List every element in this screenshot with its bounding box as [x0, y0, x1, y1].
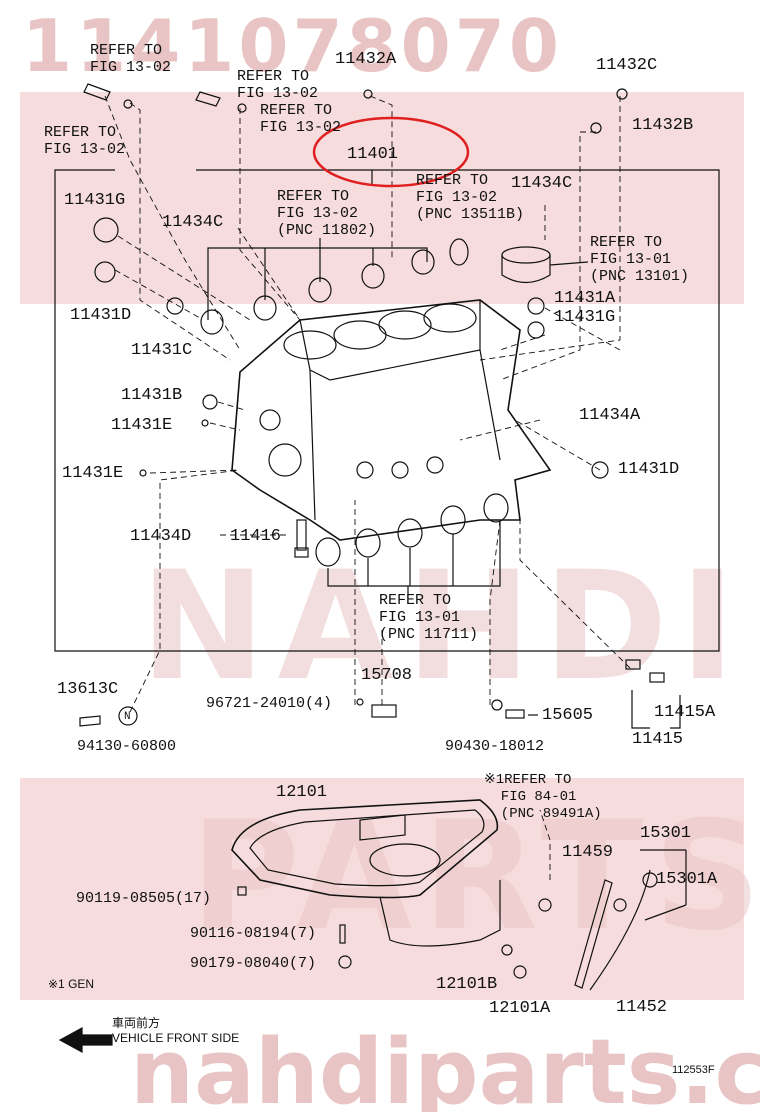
- label-refer-tl-3: REFER TO FIG 13-02: [260, 102, 342, 136]
- highlight-circle: [312, 116, 470, 188]
- label-12101A: 12101A: [489, 999, 551, 1018]
- label-11431D-right: 11431D: [618, 460, 680, 479]
- label-11401: 11401: [347, 145, 399, 164]
- label-refer-11711: REFER TO FIG 13-01 (PNC 11711): [379, 592, 479, 643]
- front-arrow: [58, 1026, 113, 1054]
- label-11434D: 11434D: [130, 527, 192, 546]
- label-11431E-1: 11431E: [111, 416, 173, 435]
- footnote-gen: ※1 GEN: [48, 977, 95, 991]
- label-11431B: 11431B: [121, 386, 183, 405]
- label-12101B: 12101B: [436, 975, 498, 994]
- label-11432B: 11432B: [632, 116, 694, 135]
- watermark-site-bottom: nahdiparts.com: [130, 1020, 760, 1112]
- label-refer-13101: REFER TO FIG 13-01 (PNC 13101): [590, 234, 690, 285]
- label-11452: 11452: [616, 998, 668, 1017]
- oil-pan: [231, 799, 552, 979]
- label-refer-tl-2: REFER TO FIG 13-02: [237, 68, 319, 102]
- label-11431C: 11431C: [131, 341, 193, 360]
- label-15301: 15301: [640, 824, 692, 843]
- label-11416: 11416: [230, 527, 282, 546]
- watermark-band: [20, 778, 744, 1000]
- label-11434C-left: 11434C: [162, 213, 224, 232]
- label-90119: 90119-08505(17): [76, 890, 212, 907]
- label-13613C: 13613C: [57, 680, 119, 699]
- vehicle-front-jp: 車両前方: [112, 1016, 161, 1030]
- label-90179: 90179-08040(7): [190, 955, 317, 972]
- label-11431D-left: 11431D: [70, 306, 132, 325]
- watermark-part-number: 1141078070: [22, 4, 563, 88]
- label-96721: 96721-24010(4): [206, 695, 333, 712]
- label-11431A: 11431A: [554, 289, 616, 308]
- label-refer-11802: REFER TO FIG 13-02 (PNC 11802): [277, 188, 377, 239]
- watermark-site-mid: PARTS: [190, 790, 760, 964]
- label-11432A: 11432A: [335, 50, 397, 69]
- label-11415: 11415: [632, 730, 684, 749]
- label-11431E-2: 11431E: [62, 464, 124, 483]
- label-refer-89491A: ※1REFER TO FIG 84-01 (PNC 89491A): [484, 772, 602, 822]
- bearing-set-upper: [200, 249, 435, 335]
- label-94130: 94130-60800: [77, 738, 177, 755]
- engine-block: [231, 299, 552, 541]
- label-90116: 90116-08194(7): [190, 925, 317, 942]
- label-11434C-right: 11434C: [511, 174, 573, 193]
- label-11431G-right: 11431G: [554, 308, 616, 327]
- label-11431G-left: 11431G: [64, 191, 126, 210]
- label-15708: 15708: [361, 666, 413, 685]
- dipstick: [574, 849, 687, 991]
- label-15605: 15605: [542, 706, 594, 725]
- label-11415A: 11415A: [654, 703, 716, 722]
- block-frame: [54, 169, 720, 652]
- piston: [501, 246, 589, 284]
- label-11432C: 11432C: [596, 56, 658, 75]
- label-refer-13511B: REFER TO FIG 13-02 (PNC 13511B): [416, 172, 525, 223]
- watermark-site-top: NAHDI: [140, 540, 748, 714]
- label-90430: 90430-18012: [445, 738, 545, 755]
- label-n-mark: N: [124, 711, 131, 723]
- label-15301A: 15301A: [656, 870, 718, 889]
- label-refer-tl-4: REFER TO FIG 13-02: [44, 124, 126, 158]
- label-refer-tl-1: REFER TO FIG 13-02: [90, 42, 172, 76]
- label-12101: 12101: [276, 783, 328, 802]
- figure-code: 112553F: [672, 1064, 715, 1076]
- label-11459: 11459: [562, 843, 614, 862]
- vehicle-front-en: VEHICLE FRONT SIDE: [112, 1031, 240, 1045]
- label-11434A: 11434A: [579, 406, 641, 425]
